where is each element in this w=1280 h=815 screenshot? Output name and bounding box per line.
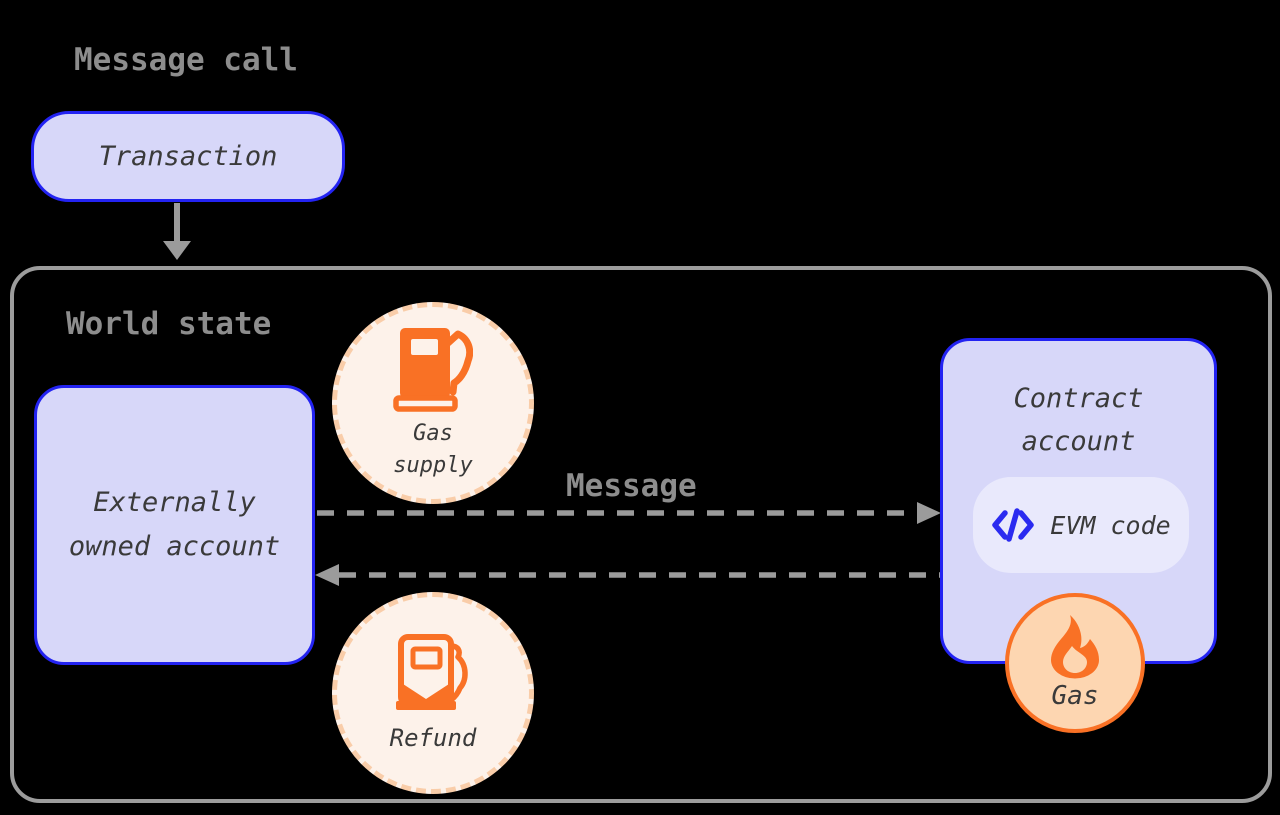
gas-pump-icon bbox=[393, 328, 473, 412]
transaction-label: Transaction bbox=[98, 141, 278, 172]
code-icon bbox=[992, 508, 1035, 542]
eoa-label-line2: owned account bbox=[68, 531, 281, 562]
gas-pump-outline-icon bbox=[396, 634, 468, 710]
gas-supply-label-line1: Gas bbox=[413, 421, 453, 446]
externally-owned-account-node: Externally owned account bbox=[34, 385, 315, 665]
contract-label-line1: Contract bbox=[1013, 383, 1144, 414]
world-state-container bbox=[10, 266, 1272, 803]
refund-label: Refund bbox=[389, 724, 477, 752]
gas-badge-label: Gas bbox=[1051, 681, 1099, 711]
dashed-arrow-left-icon bbox=[315, 564, 941, 586]
contract-label-line2: account bbox=[1021, 426, 1136, 457]
diagram-title: Message call bbox=[74, 42, 298, 78]
gas-supply-label-line2: supply bbox=[393, 453, 473, 478]
evm-code-pill: EVM code bbox=[973, 477, 1189, 573]
gas-supply-badge: Gas supply bbox=[332, 302, 534, 504]
eoa-label-line1: Externally bbox=[93, 487, 256, 518]
refund-badge: Refund bbox=[332, 592, 534, 794]
dashed-arrow-right-icon bbox=[317, 502, 941, 524]
flame-icon bbox=[1051, 615, 1099, 679]
arrow-down-icon bbox=[163, 203, 191, 260]
evm-code-label: EVM code bbox=[1050, 510, 1171, 540]
world-state-title: World state bbox=[66, 306, 272, 342]
transaction-node: Transaction bbox=[31, 111, 345, 202]
gas-badge: Gas bbox=[1005, 593, 1145, 733]
message-label: Message bbox=[566, 468, 697, 504]
